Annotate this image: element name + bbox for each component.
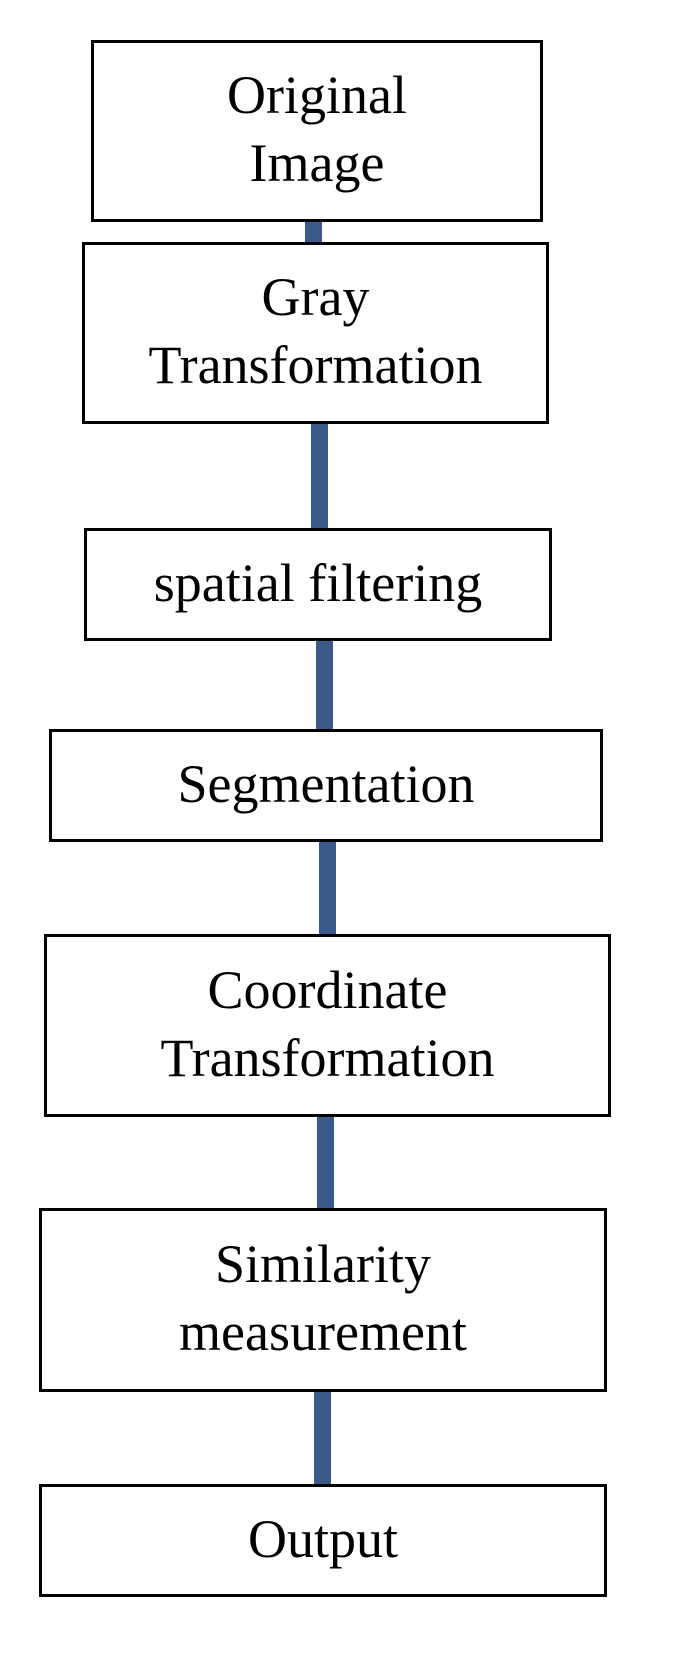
step-segmentation: Segmentation xyxy=(49,729,603,842)
step-output: Output xyxy=(39,1484,607,1597)
connector-3-4 xyxy=(316,639,333,731)
connector-1-2 xyxy=(305,220,322,244)
connector-5-6 xyxy=(317,1095,334,1210)
connector-2-3 xyxy=(311,422,328,530)
step-label: spatial filtering xyxy=(153,552,483,613)
connector-4-5 xyxy=(319,840,336,936)
step-spatial-filtering: spatial filtering xyxy=(84,528,552,641)
connector-6-7 xyxy=(314,1370,331,1486)
step-label: Segmentation xyxy=(177,753,475,814)
step-label: Output xyxy=(247,1508,398,1569)
